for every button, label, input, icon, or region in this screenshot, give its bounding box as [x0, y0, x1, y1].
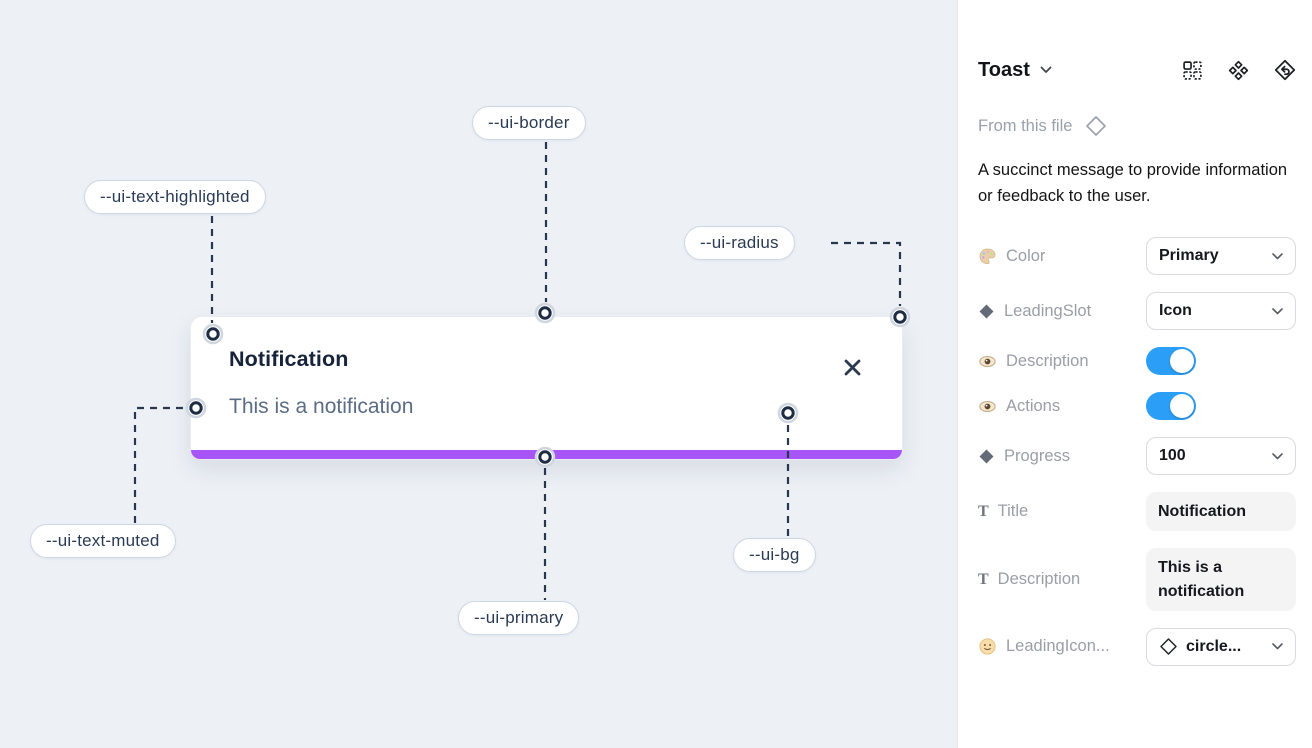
- prop-control-actions-toggle: [1146, 392, 1296, 421]
- prop-label-text: LeadingSlot: [1004, 301, 1092, 320]
- prop-label-text: Description: [1006, 351, 1089, 370]
- actions-toggle[interactable]: [1146, 392, 1196, 421]
- connector-ui-text-muted: [133, 406, 186, 523]
- leadingslot-select[interactable]: Icon: [1146, 292, 1296, 331]
- component-title-dropdown[interactable]: [1040, 66, 1052, 74]
- diamond-outline-icon: [1160, 638, 1177, 655]
- prop-label-text: LeadingIcon...: [1006, 637, 1110, 656]
- toast-title: Notification: [229, 347, 349, 371]
- return-to-component-icon: [1274, 59, 1296, 81]
- toast-close-button[interactable]: [840, 355, 864, 379]
- chevron-down-icon: [1272, 252, 1283, 259]
- prop-row-description-text: T Description This is a notification: [978, 548, 1296, 611]
- source-label: From this file: [978, 116, 1073, 135]
- progress-select-value: 100: [1159, 447, 1186, 465]
- leadingicon-select-value: circle...: [1186, 637, 1242, 655]
- prop-label-description-text: T Description: [978, 570, 1146, 589]
- css-var-label-text-highlighted: --ui-text-highlighted: [84, 180, 266, 214]
- connector-ui-radius: [831, 241, 902, 306]
- swap-instance-button[interactable]: [1182, 60, 1203, 81]
- css-var-label-bg: --ui-bg: [733, 538, 816, 572]
- progress-select[interactable]: 100: [1146, 437, 1296, 476]
- close-icon: [844, 359, 860, 375]
- prop-label-text: Color: [1006, 246, 1046, 265]
- swap-instance-icon: [1183, 60, 1202, 80]
- panel-header-icons: [1182, 59, 1296, 81]
- prop-label-color: Color: [978, 247, 1146, 266]
- prop-control-color: Primary: [1146, 237, 1296, 276]
- palette-icon: [979, 248, 996, 264]
- toast-component: Notification This is a notification: [190, 316, 903, 460]
- design-canvas: Notification This is a notification --ui…: [0, 0, 958, 748]
- prop-label-description: Description: [978, 352, 1146, 371]
- eye-icon: [979, 355, 996, 367]
- prop-control-description-toggle: [1146, 347, 1296, 376]
- component-title: Toast: [978, 58, 1030, 81]
- prop-label-text: Progress: [1004, 446, 1071, 465]
- prop-label-progress: Progress: [978, 447, 1146, 466]
- css-var-label-radius: --ui-radius: [684, 226, 795, 260]
- reset-component-button[interactable]: [1274, 59, 1296, 81]
- leadingicon-select[interactable]: circle...: [1146, 627, 1296, 666]
- title-text-field[interactable]: Notification: [1146, 492, 1296, 532]
- eye-icon: [979, 400, 996, 412]
- prop-control-title: Notification: [1146, 492, 1296, 532]
- toggle-knob: [1170, 349, 1194, 374]
- prop-control-progress: 100: [1146, 437, 1296, 476]
- prop-label-text: Actions: [1006, 396, 1061, 415]
- color-select-value: Primary: [1159, 247, 1219, 265]
- prop-row-color: Color Primary: [978, 237, 1296, 276]
- prop-control-leadingicon: circle...: [1146, 627, 1296, 666]
- toggle-knob: [1170, 394, 1194, 419]
- css-var-label-primary: --ui-primary: [458, 601, 580, 635]
- prop-row-title: T Title Notification: [978, 492, 1296, 532]
- text-icon: T: [978, 570, 989, 588]
- leadingslot-select-value: Icon: [1159, 302, 1192, 320]
- component-icon: [1228, 60, 1249, 80]
- description-toggle[interactable]: [1146, 347, 1196, 376]
- prop-label-title: T Title: [978, 502, 1146, 521]
- text-icon: T: [978, 502, 989, 520]
- prop-control-description-text: This is a notification: [1146, 548, 1296, 611]
- diamond-icon: [979, 304, 994, 319]
- prop-control-leadingslot: Icon: [1146, 292, 1296, 331]
- chevron-down-icon: [1040, 66, 1052, 73]
- diamond-outline-icon: [1086, 116, 1107, 136]
- description-text-field[interactable]: This is a notification: [1146, 548, 1296, 611]
- component-description: A succinct message to provide informatio…: [978, 161, 1288, 205]
- prop-label-text: Title: [997, 502, 1029, 521]
- chevron-down-icon: [1272, 452, 1283, 459]
- panel-header: Toast: [978, 54, 1296, 86]
- prop-row-progress: Progress 100: [978, 437, 1296, 476]
- component-button[interactable]: [1228, 60, 1249, 81]
- css-var-label-text-muted: --ui-text-muted: [30, 524, 176, 558]
- source-row: From this file: [978, 114, 1296, 138]
- prop-label-leadingicon: LeadingIcon...: [978, 637, 1146, 656]
- chevron-down-icon: [1272, 643, 1283, 650]
- toast-description: This is a notification: [229, 395, 414, 418]
- prop-label-leadingslot: LeadingSlot: [978, 302, 1146, 321]
- diamond-icon: [979, 449, 994, 464]
- prop-label-actions: Actions: [978, 397, 1146, 416]
- properties-panel: Toast: [958, 0, 1312, 748]
- prop-row-actions-toggle: Actions: [978, 392, 1296, 421]
- color-select[interactable]: Primary: [1146, 237, 1296, 276]
- prop-row-description-toggle: Description: [978, 347, 1296, 376]
- chevron-down-icon: [1272, 307, 1283, 314]
- toast-progress-bar: [191, 450, 902, 459]
- css-var-label-border: --ui-border: [472, 106, 586, 140]
- prop-label-text: Description: [997, 570, 1081, 588]
- smiley-icon: [979, 638, 996, 655]
- prop-row-leadingicon: LeadingIcon... circle...: [978, 627, 1296, 666]
- prop-row-leadingslot: LeadingSlot Icon: [978, 292, 1296, 331]
